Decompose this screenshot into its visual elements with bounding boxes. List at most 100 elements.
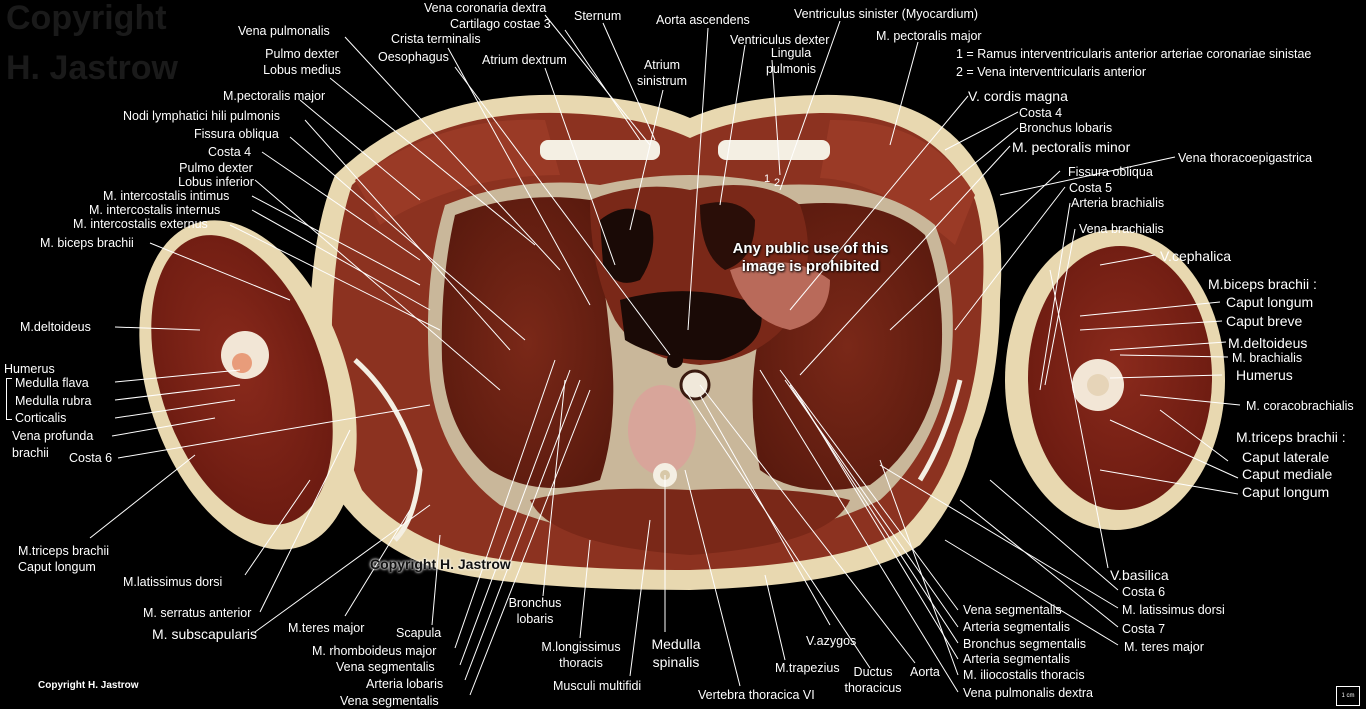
label-cartilago-costae-3: Cartilago costae 3 (450, 17, 551, 31)
label-costa-5: Costa 5 (1069, 181, 1113, 195)
label-sternum: Sternum (574, 9, 622, 23)
label-atrium-sinistrum-line-2: sinistrum (636, 74, 687, 88)
label-costa-4-left: Costa 4 (208, 145, 252, 159)
pectoralis-left (820, 119, 975, 245)
label-longissimus-line-1: M.longissimus (541, 640, 621, 654)
label-m-longissimus-thoracis: M.longissimus thoracis (536, 640, 626, 670)
arm-right-muscle (151, 235, 333, 525)
label-m-trapezius: M.trapezius (775, 661, 840, 675)
label-caput-longum-biceps: Caput longum (1226, 294, 1314, 310)
label-costa-4-right: Costa 4 (1019, 106, 1063, 120)
label-m-subscapularis: M. subscapularis (152, 626, 258, 642)
label-m-iliocostalis-thoracis: M. iliocostalis thoracis (963, 668, 1085, 682)
leader-lines (89, 14, 1241, 696)
label-bronchus-lobaris-line-1: Bronchus (508, 596, 562, 610)
label-m-coracobrachialis: M. coracobrachialis (1246, 399, 1354, 413)
label-m-biceps-brachii-left: M. biceps brachii (40, 236, 134, 250)
label-longissimus-line-2: thoracis (559, 656, 603, 670)
oesophagus-vessel (667, 352, 683, 368)
label-medulla-flava: Medulla flava (15, 376, 89, 390)
label-humerus-right: Humerus (1236, 367, 1293, 383)
label-v-basilica: V.basilica (1110, 567, 1169, 583)
label-lingula-line-1: Lingula (770, 46, 812, 60)
label-vena-segmentalis-right: Vena segmentalis (963, 603, 1062, 617)
label-medulla-spinalis: Medulla spinalis (640, 636, 712, 670)
label-m-pectoralis-major-left: M.pectoralis major (223, 89, 326, 103)
label-arteria-segmentalis-1: Arteria segmentalis (963, 620, 1070, 634)
label-ventriculus-dexter: Ventriculus dexter (730, 33, 830, 47)
label-vena-pulmonalis-dextra: Vena pulmonalis dextra (963, 686, 1093, 700)
ventricle-chamber (700, 202, 755, 270)
label-m-deltoideus-left: M.deltoideus (20, 320, 91, 334)
humerus-left-marrow (1087, 374, 1109, 396)
label-vena-segmentalis-bl1: Vena segmentalis (336, 660, 435, 674)
label-vena-profunda-line-1: Vena profunda (12, 429, 94, 443)
label-v-cephalica: V.cephalica (1160, 248, 1232, 264)
pectoralis-right (355, 119, 560, 225)
label-vertebra-thoracica: Vertebra thoracica VI (698, 688, 815, 702)
label-nodi-lymphatici: Nodi lymphatici hili pulmonis (123, 109, 281, 123)
label-pulmo-dexter-inferior-line-1: Pulmo dexter (179, 161, 253, 175)
label-ductus-thoracicus: Ductus thoracicus (836, 665, 910, 695)
label-bronchus-lobaris-line-2: lobaris (516, 612, 554, 626)
label-m-teres-major-left: M.teres major (288, 621, 365, 635)
label-bronchus-lobaris-right: Bronchus lobaris (1019, 121, 1113, 135)
label-costa-6-left: Costa 6 (69, 451, 113, 465)
label-vena-brachialis: Vena brachialis (1079, 222, 1164, 236)
label-atrium-sinistrum: Atrium sinistrum (632, 58, 692, 88)
label-m-triceps-left-line-1: M.triceps brachii (18, 544, 109, 558)
label-costa-6-right: Costa 6 (1122, 585, 1166, 599)
label-m-pectoralis-major-right: M. pectoralis major (876, 29, 982, 43)
label-medulla-rubra: Medulla rubra (15, 394, 92, 408)
label-atrium-sinistrum-line-1: Atrium (643, 58, 681, 72)
label-vena-pulmonalis: Vena pulmonalis (238, 24, 330, 38)
label-m-teres-major-right: M. teres major (1124, 640, 1204, 654)
label-caput-breve: Caput breve (1226, 313, 1303, 329)
aorta-vessel (679, 369, 711, 401)
label-lingula-pulmonis: Lingula pulmonis (756, 46, 826, 76)
label-arteria-segmentalis-2: Arteria segmentalis (963, 652, 1070, 666)
label-caput-laterale: Caput laterale (1242, 449, 1330, 465)
note-1: 1 = Ramus interventricularis anterior ar… (956, 47, 1312, 61)
label-humerus-left: Humerus (4, 362, 55, 376)
label-bronchus-segmentalis: Bronchus segmentalis (963, 637, 1086, 651)
right-lung (441, 197, 614, 488)
label-m-triceps-left-line-2: Caput longum (18, 560, 96, 574)
scale-bar: 1 cm (1336, 686, 1360, 706)
label-m-serratus-anterior: M. serratus anterior (143, 606, 252, 620)
label-musculi-multifidi: Musculi multifidi (553, 679, 642, 693)
copyright-center: Copyright H. Jastrow (370, 556, 511, 572)
usage-warning-line-1: Any public use of this (732, 240, 889, 257)
structure-number-1: 1 (764, 173, 771, 185)
label-pulmo-dexter-inferior: Pulmo dexter Lobus inferior (168, 161, 264, 189)
label-fissura-obliqua-left: Fissura obliqua (194, 127, 279, 141)
label-oesophagus: Oesophagus (378, 50, 449, 64)
label-m-triceps-brachii-left: M.triceps brachii Caput longum (18, 544, 109, 574)
label-corticalis: Corticalis (15, 411, 67, 425)
label-aorta: Aorta (910, 665, 940, 679)
label-crista-terminalis: Crista terminalis (391, 32, 481, 46)
label-medulla-spinalis-line-2: spinalis (652, 654, 700, 670)
label-costa-7: Costa 7 (1122, 622, 1166, 636)
watermark-line-2: H. Jastrow (6, 49, 178, 87)
bracket-left (6, 378, 12, 420)
label-m-brachialis: M. brachialis (1232, 351, 1303, 365)
label-vena-profunda-brachii: Vena profunda brachii (12, 429, 93, 460)
label-caput-mediale: Caput mediale (1242, 466, 1333, 482)
scapula-left (917, 379, 963, 482)
cartilago-right (540, 140, 660, 160)
label-m-intercostalis-internus: M. intercostalis internus (89, 203, 221, 217)
label-v-cordis-magna: V. cordis magna (968, 88, 1068, 104)
label-ventriculus-sinister: Ventriculus sinister (Myocardium) (794, 7, 979, 21)
structure-number-2: 2 (774, 177, 781, 189)
label-m-deltoideus-right: M.deltoideus (1228, 335, 1308, 351)
label-m-intercostalis-externus: M. intercostalis externus (73, 217, 208, 231)
usage-warning-line-2: image is prohibited (741, 258, 880, 275)
label-bronchus-lobaris: Bronchus lobaris (500, 596, 570, 626)
note-2: 2 = Vena interventricularis anterior (956, 65, 1147, 79)
label-pulmo-dexter-medius: Pulmo dexter Lobus medius (262, 47, 342, 77)
label-vena-profunda-line-2: brachii (12, 446, 49, 460)
label-m-rhomboideus-major: M. rhomboideus major (312, 644, 437, 658)
vertebral-body (628, 385, 696, 475)
label-m-triceps-brachii-right: M.triceps brachii : (1236, 429, 1346, 445)
